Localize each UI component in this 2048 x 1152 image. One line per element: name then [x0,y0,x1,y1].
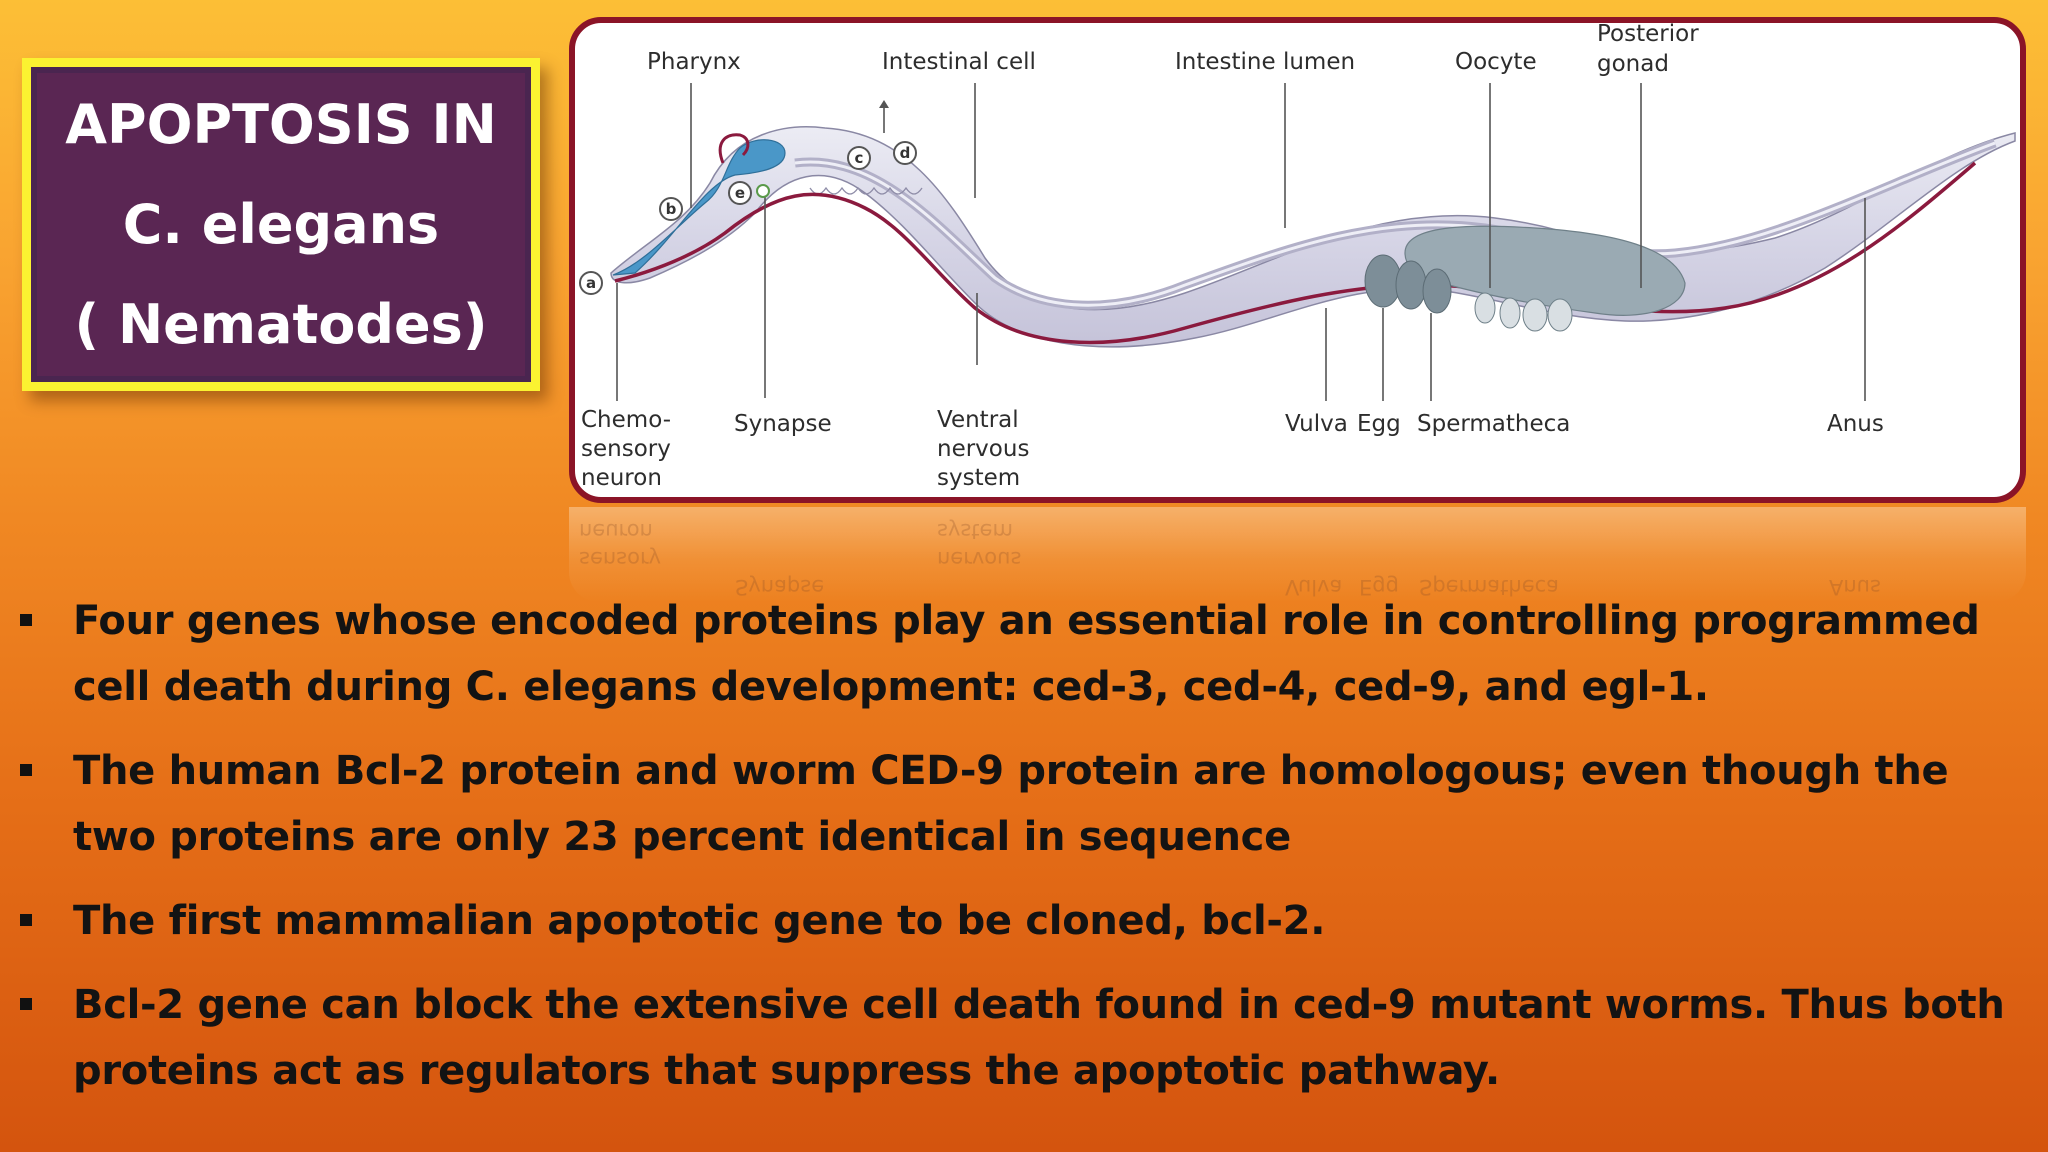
egg-3 [1422,268,1452,314]
spermatheca-oval-1 [1474,292,1496,324]
bullet-text: The human Bcl-2 protein and worm CED-9 p… [73,748,1949,860]
marker-c: c [847,146,871,170]
title-line-3: ( Nematodes) [74,292,488,356]
reflection-text-4: system [937,519,1013,543]
marker-a: a [579,271,603,295]
bullet-list: Four genes whose encoded proteins play a… [16,588,2016,1122]
label-chemosensory-1: Chemo- [581,407,671,433]
svg-text:a: a [586,274,596,292]
bullet-item: The first mammalian apoptotic gene to be… [16,888,2016,954]
label-egg: Egg [1357,411,1401,437]
svg-text:c: c [855,149,864,167]
label-posterior-gonad-1: Posterior [1597,23,1699,47]
label-pharynx: Pharynx [647,49,741,75]
square-bullet-icon [20,614,32,626]
label-vulva: Vulva [1285,411,1348,437]
pharynx [612,139,786,276]
title-line-2: C. elegans [122,192,440,256]
bullet-item: The human Bcl-2 protein and worm CED-9 p… [16,738,2016,870]
spermatheca-oval-3 [1522,298,1548,332]
square-bullet-icon [20,764,32,776]
square-bullet-icon [20,998,32,1010]
svg-text:b: b [666,200,677,218]
label-intestinal-cell: Intestinal cell [882,49,1036,75]
bullet-text: The first mammalian apoptotic gene to be… [73,898,1326,944]
worm-illustration: a b c d e Pharynx Intestinal cell Intest… [579,23,2016,491]
intestine-lumen-line [794,141,1996,307]
title-box: APOPTOSIS IN C. elegans ( Nematodes) [22,58,540,391]
nerve-ring [718,133,750,164]
bullet-item: Four genes whose encoded proteins play a… [16,588,2016,720]
label-spermatheca: Spermatheca [1417,411,1570,437]
label-posterior-gonad-2: gonad [1597,51,1669,77]
synapse-dot [756,184,770,198]
label-synapse: Synapse [734,411,832,437]
marker-b: b [659,197,683,221]
c-elegans-anatomy-diagram: a b c d e Pharynx Intestinal cell Intest… [569,17,2026,503]
reflection-text-5: nervous [937,547,1022,571]
label-chemosensory-3: neuron [581,465,662,491]
intestinal-cells [809,186,923,195]
reflection-text-2: sensory [579,547,662,571]
title-line-1: APOPTOSIS IN [65,92,497,156]
label-ventral-1: Ventral [937,407,1019,433]
egg-1 [1364,254,1402,308]
label-anus: Anus [1827,411,1884,437]
bullet-text: Four genes whose encoded proteins play a… [73,598,1980,710]
reflection-text-1: neuron [579,519,653,543]
marker-e: e [728,181,752,205]
svg-text:e: e [735,184,745,202]
label-ventral-3: system [937,465,1020,491]
egg-2 [1395,260,1427,310]
bullet-item: Bcl-2 gene can block the extensive cell … [16,972,2016,1104]
label-ventral-2: nervous [937,436,1029,462]
diagram-reflection: neuron sensory Synapse system nervous Vu… [569,507,2026,602]
bullet-text: Bcl-2 gene can block the extensive cell … [73,982,2005,1094]
square-bullet-icon [20,914,32,926]
marker-d: d [893,141,917,165]
label-oocyte: Oocyte [1455,49,1537,75]
label-chemosensory-2: sensory [581,436,671,462]
label-intestine-lumen: Intestine lumen [1175,49,1355,75]
ventral-nerve-cord [614,161,1977,345]
spermatheca-oval-2 [1499,297,1521,329]
svg-text:d: d [900,144,911,162]
title-panel: APOPTOSIS IN C. elegans ( Nematodes) [37,73,525,376]
spermatheca-oval-4 [1547,298,1573,332]
